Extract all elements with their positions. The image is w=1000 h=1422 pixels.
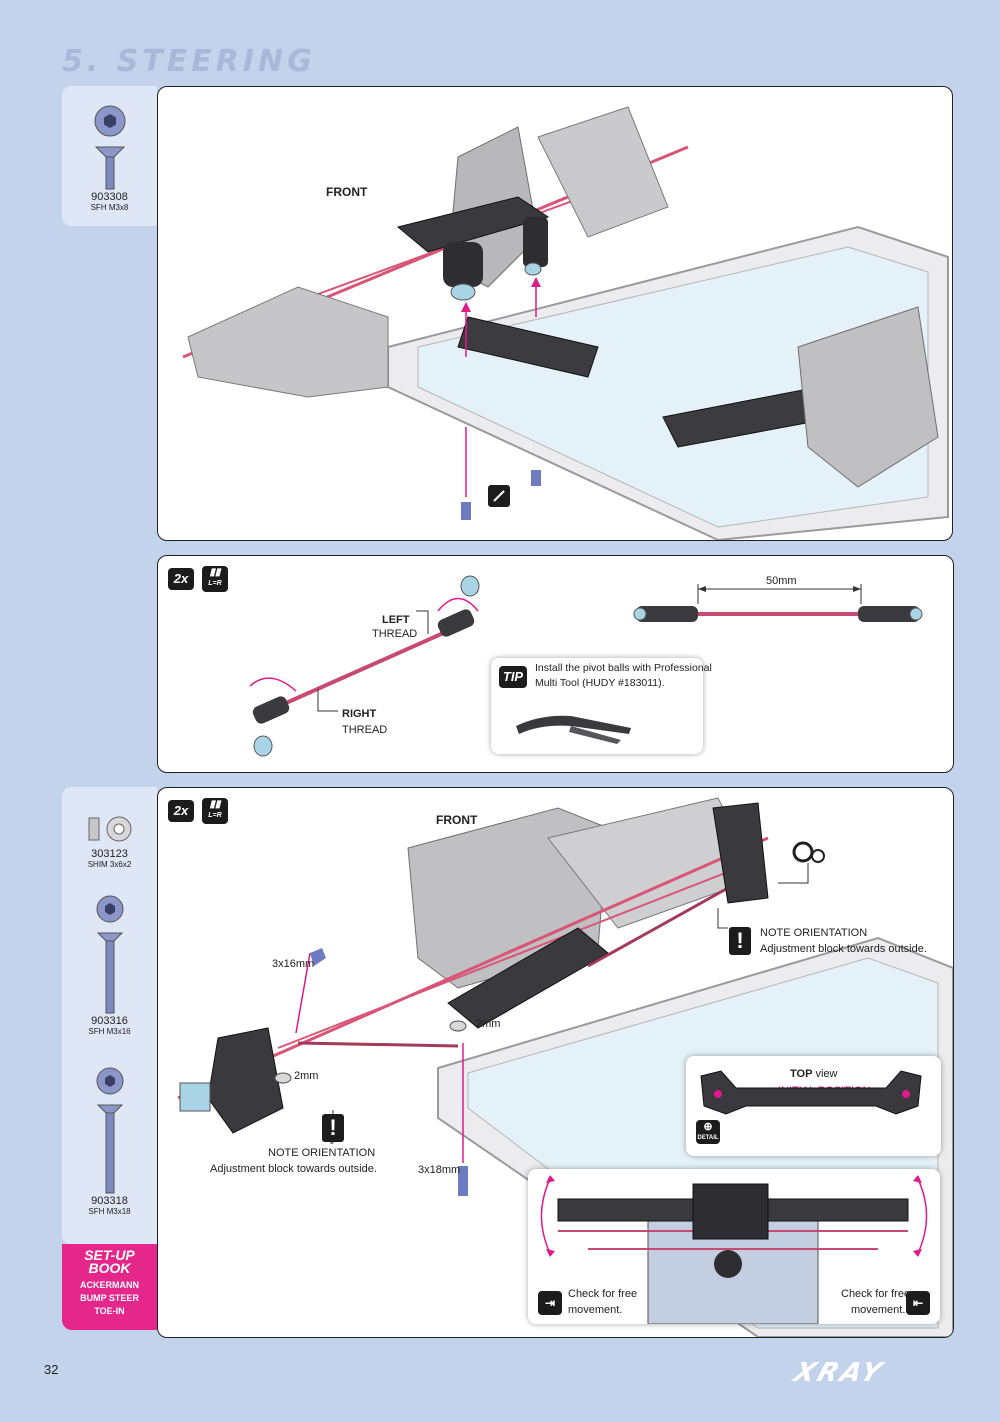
part-903308: 903308 SFH M3x8	[82, 104, 137, 213]
hex-screw-head-icon	[94, 105, 125, 137]
lr-label: L=R	[208, 812, 222, 819]
part-desc: SFH M3x18	[88, 1207, 131, 1216]
check-movement-icon-left: ⇥	[538, 1291, 562, 1315]
setup-book-title-2: BOOK	[88, 1260, 131, 1276]
note-warning-icon-left: !	[322, 1114, 344, 1142]
shim-icon	[88, 816, 131, 842]
tip-text-1: Install the pivot balls with Professiona…	[535, 662, 712, 674]
servo-plate-top-view	[700, 1070, 922, 1115]
mirror-icon: ▮▮	[209, 799, 221, 810]
shim-2mm-label-b: 2mm	[294, 1070, 319, 1082]
detail-badge: ⊕ DETAIL	[696, 1120, 720, 1144]
turnbuckle-illustration	[249, 575, 923, 757]
countersunk-screw-icon	[96, 932, 123, 1014]
screw-3x18-label: 3x18mm	[418, 1164, 461, 1176]
qty-badge: 2x	[168, 800, 194, 822]
qty-badge: 2x	[168, 568, 194, 590]
lr-label: L=R	[208, 580, 222, 587]
check-movement-icon-right: ⇤	[906, 1291, 930, 1315]
countersunk-screw-icon	[96, 1104, 123, 1194]
note-title-right: NOTE ORIENTATION	[760, 927, 868, 939]
part-903316: 903316 SFH M3x16	[82, 894, 137, 1037]
check-left-text-1: Check for free	[568, 1288, 638, 1300]
left-thread-label-2: THREAD	[372, 628, 418, 640]
lr-badge: ▮▮ L=R	[202, 566, 228, 592]
multi-tool-icon	[516, 715, 631, 744]
step1-panel: FRONT	[157, 86, 953, 541]
hex-screw-head-icon	[96, 895, 123, 923]
top-view-label-1: TOP	[790, 1068, 813, 1080]
step2-panel: 2x ▮▮ L=R LEFT THREAD RIGHT THREAD 50mm	[157, 555, 954, 773]
top-view-card: TOP view INITIAL POSITION ⊕ DETAIL	[686, 1056, 941, 1156]
part-number: 903308	[91, 191, 128, 203]
brand-logo: XRAY	[790, 1358, 888, 1388]
front-label: FRONT	[436, 813, 478, 827]
part-number: 903318	[91, 1195, 128, 1207]
note-warning-icon-right: !	[729, 927, 751, 955]
detail-label: DETAIL	[697, 1135, 719, 1141]
setup-item-bump-steer: BUMP STEER	[80, 1293, 139, 1303]
countersunk-screw-icon	[94, 146, 125, 190]
right-thread-label-1: RIGHT	[342, 708, 377, 720]
left-thread-label-1: LEFT	[382, 614, 410, 626]
screw-3x16-label: 3x16mm	[272, 958, 315, 970]
part-303123: 303123 SHIM 3x6x2	[82, 815, 137, 870]
note-title-left: NOTE ORIENTATION	[268, 1147, 376, 1159]
chassis-illustration	[182, 106, 949, 540]
lr-badge: ▮▮ L=R	[202, 798, 228, 824]
mirror-icon: ▮▮	[209, 567, 221, 578]
free-movement-card: ⇥ Check for free movement. Check for fre…	[528, 1169, 940, 1324]
setup-item-toe-in: TOE-IN	[94, 1306, 125, 1316]
step3-panel: 2x ▮▮ L=R	[157, 787, 954, 1338]
part-number: 903316	[91, 1015, 128, 1027]
check-right-text-1: Check for free	[841, 1288, 911, 1300]
tip-badge: TIP	[499, 666, 527, 688]
check-left-text-2: movement.	[568, 1304, 623, 1316]
section-title: 5. STEERING	[62, 44, 316, 79]
magnifier-icon: ⊕	[703, 1121, 713, 1133]
setup-book-title-1: SET-UP	[84, 1247, 135, 1263]
part-number: 303123	[91, 848, 128, 860]
check-right-text-2: movement.	[851, 1304, 906, 1316]
part-desc: SHIM 3x6x2	[87, 860, 132, 869]
tip-card: TIP Install the pivot balls with Profess…	[491, 658, 712, 754]
right-thread-label-2: THREAD	[342, 724, 388, 736]
hex-screw-head-icon	[96, 1067, 123, 1095]
tip-text-2: Multi Tool (HUDY #183011).	[535, 677, 665, 689]
part-desc: SFH M3x16	[88, 1027, 131, 1036]
part-903318: 903318 SFH M3x18	[82, 1066, 137, 1217]
note-text-right: Adjustment block towards outside.	[760, 943, 927, 955]
page-number: 32	[44, 1362, 59, 1377]
steering-top-view-illustration	[540, 1175, 928, 1324]
setup-item-ackermann: ACKERMANN	[80, 1280, 139, 1290]
setup-book-box: SET-UP BOOK ACKERMANN BUMP STEER TOE-IN	[62, 1244, 157, 1330]
front-label: FRONT	[326, 185, 368, 199]
part-desc: SFH M3x8	[90, 203, 129, 212]
length-label: 50mm	[766, 575, 797, 587]
top-view-label-2: view	[815, 1068, 838, 1080]
note-text-left: Adjustment block towards outside.	[210, 1163, 377, 1175]
shim-2mm-label-a: 2mm	[476, 1018, 501, 1030]
top-view-label: TOP view	[790, 1068, 838, 1080]
